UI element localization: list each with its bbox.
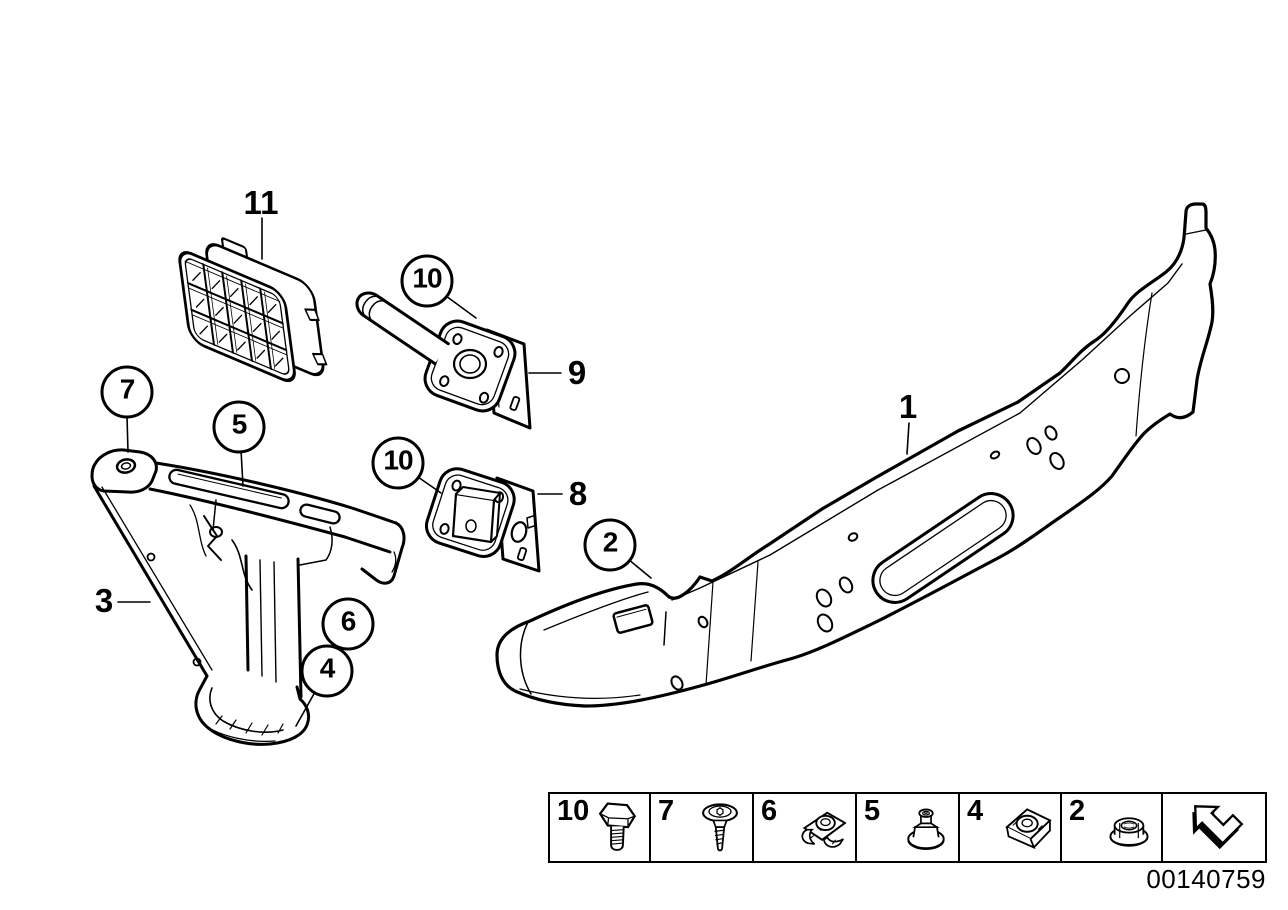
flange-nut-icon [1102, 799, 1156, 857]
part-9-bracket-drawing [355, 291, 532, 430]
callout-8-plain[interactable]: 8 [568, 475, 588, 512]
legend-number: 2 [1069, 795, 1086, 827]
legend-item-10[interactable]: 10 [548, 792, 651, 863]
part-8-bracket-drawing [424, 467, 541, 573]
legend-item-2[interactable]: 2 [1062, 792, 1163, 863]
part-3-bracket-assembly-drawing [90, 448, 406, 746]
callout-6-circled[interactable]: 6 [321, 597, 375, 651]
callout-10-circled[interactable]: 10 [400, 254, 454, 308]
leader-line-5 [240, 449, 244, 487]
legend-number: 4 [967, 795, 984, 827]
cross-reference-arrow-icon [1171, 797, 1259, 859]
leader-line-10-upper [445, 295, 477, 319]
callout-7-circled[interactable]: 7 [100, 365, 154, 419]
callout-1-plain[interactable]: 1 [898, 388, 918, 425]
legend-number: 7 [658, 795, 675, 827]
cage-nut-icon [1001, 799, 1055, 857]
legend-arrow-cell[interactable] [1163, 792, 1267, 863]
callout-4-circled[interactable]: 4 [300, 644, 354, 698]
callout-10-circled[interactable]: 10 [371, 436, 425, 490]
leader-line-7 [126, 415, 129, 453]
leader-lines [117, 217, 910, 727]
leader-line-1 [906, 422, 910, 455]
legend-item-7[interactable]: 7 [651, 792, 754, 863]
legend-item-6[interactable]: 6 [754, 792, 857, 863]
leader-line-2 [627, 558, 652, 579]
spring-clip-icon [796, 799, 850, 857]
callout-3-plain[interactable]: 3 [94, 582, 114, 619]
callout-9-plain[interactable]: 9 [567, 354, 587, 391]
callout-2-circled[interactable]: 2 [583, 518, 637, 572]
document-number: 00140759 [1146, 864, 1266, 894]
plastic-nut-icon [899, 799, 953, 857]
legend-number: 10 [557, 795, 590, 827]
legend-item-5[interactable]: 5 [857, 792, 960, 863]
leader-line-10-lower [417, 476, 442, 494]
part-11-grille-drawing [178, 237, 328, 383]
fastener-legend: 10 7 6 5 4 2 [548, 792, 1267, 863]
legend-number: 5 [864, 795, 881, 827]
callout-11-plain[interactable]: 11 [243, 184, 279, 221]
legend-item-4[interactable]: 4 [960, 792, 1062, 863]
hex-bolt-icon [590, 799, 644, 857]
callout-5-circled[interactable]: 5 [212, 400, 266, 454]
torx-screw-icon [693, 799, 747, 857]
leader-line-4 [295, 691, 316, 727]
part-1-carrier-beam-drawing [495, 202, 1217, 708]
legend-number: 6 [761, 795, 778, 827]
